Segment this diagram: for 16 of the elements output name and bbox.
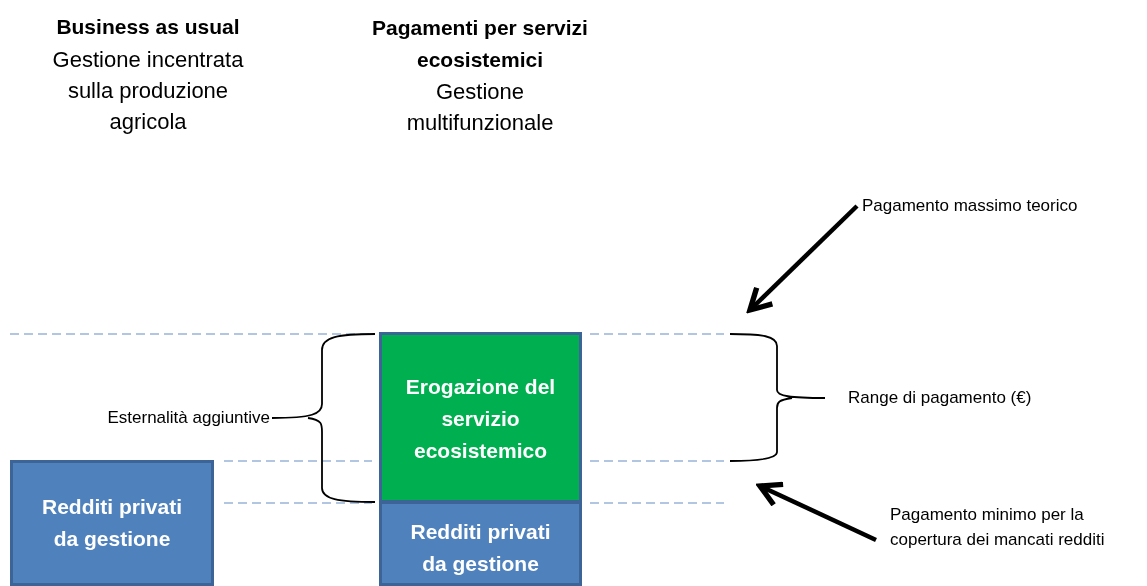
annotation-text: Pagamento massimo teorico [862,193,1147,219]
arrow [747,204,859,313]
box-label: Redditi privati da gestione [41,494,183,552]
column-subheading: Gestione incentrata sulla produzione agricola [51,46,245,136]
income-box [10,460,214,586]
box-label: Redditi privati da gestione [409,519,552,577]
bracket-label: Esternalità aggiuntive [106,407,270,429]
service-box [379,332,582,503]
income-box [379,501,582,586]
bracket-label: Range di pagamento (€) [848,387,1033,409]
box-label: Erogazione del servizio ecosistemico [404,374,557,464]
column-heading: Business as usual [55,14,241,40]
column-heading: Pagamenti per servizi ecosistemici [371,15,589,73]
column-subheading: Gestione multifunzionale [405,78,555,137]
arrow [757,481,877,543]
annotation-text: Pagamento minimo per la copertura dei mancati redditi [890,502,1147,580]
